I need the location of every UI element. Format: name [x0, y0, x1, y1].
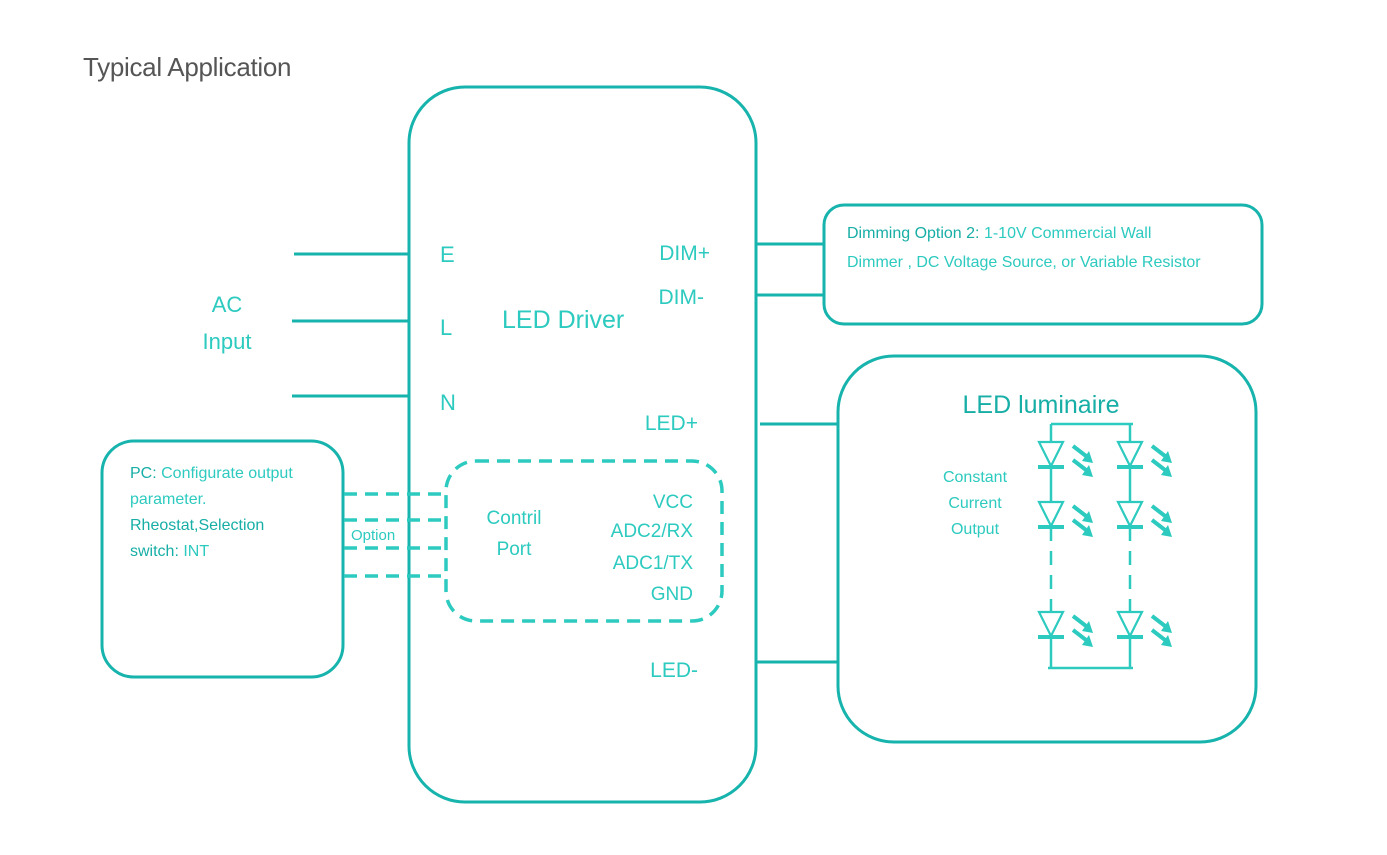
light-emission-arrowhead	[1082, 465, 1093, 477]
light-emission-arrowhead	[1161, 511, 1172, 523]
led-diode-icon	[1037, 610, 1065, 639]
pin-adc1-tx: ADC1/TX	[612, 553, 693, 574]
light-emission-arrowhead	[1082, 511, 1093, 523]
light-emission-arrowhead	[1082, 635, 1093, 647]
page-title: Typical Application	[83, 52, 292, 82]
control-port-label-line1: Contril	[486, 508, 542, 529]
light-emission-arrowhead	[1082, 621, 1093, 633]
dimming-option-line1: 1-10V Commercial Wall	[979, 225, 1152, 242]
option-label: Option	[351, 527, 396, 544]
led-array	[1037, 422, 1172, 670]
luminaire-side-label-2: Current	[948, 495, 1002, 512]
led-luminaire-box	[836, 354, 1258, 744]
dimming-option-heading: Dimming Option 2:	[847, 225, 980, 242]
rheostat-heading-line1: Rheostat,Selection	[130, 517, 265, 534]
terminal-l: L	[440, 315, 453, 340]
light-emission-arrowhead	[1161, 635, 1172, 647]
light-emission-arrow	[1150, 628, 1167, 642]
luminaire-side-label-1: Constant	[942, 469, 1008, 486]
light-emission-arrowhead	[1161, 525, 1172, 537]
light-emission-arrowhead	[1161, 621, 1172, 633]
light-emission-arrowhead	[1161, 465, 1172, 477]
dim-minus-label: DIM-	[658, 286, 705, 309]
light-emission-arrow	[1071, 518, 1088, 532]
rheostat-heading-line2: switch:	[130, 543, 179, 560]
led-diode-icon	[1037, 500, 1065, 529]
dimming-option-text: Dimming Option 2: 1-10V Commercial Wall …	[847, 219, 1201, 277]
dim-plus-label: DIM+	[659, 242, 710, 265]
light-emission-arrow	[1150, 504, 1167, 518]
light-emission-arrow	[1071, 614, 1088, 628]
light-emission-arrow	[1150, 458, 1167, 472]
luminaire-side-label-3: Output	[950, 521, 1000, 538]
led-diode-icon	[1116, 500, 1144, 529]
light-emission-arrow	[1150, 614, 1167, 628]
led-luminaire-title: LED luminaire	[962, 391, 1120, 419]
light-emission-arrowhead	[1161, 451, 1172, 463]
ac-input-label-line2: Input	[202, 329, 252, 354]
led-diode-icon	[1037, 440, 1065, 469]
led-diode-icon	[1116, 440, 1144, 469]
rheostat-text: INT	[178, 543, 210, 560]
pin-adc2-rx: ADC2/RX	[610, 521, 693, 542]
light-emission-arrowhead	[1082, 451, 1093, 463]
pc-text-line1: Configurate output	[156, 465, 293, 482]
led-minus-label: LED-	[650, 659, 698, 682]
light-emission-arrowhead	[1082, 525, 1093, 537]
pin-gnd: GND	[650, 584, 693, 605]
control-port-label-line2: Port	[496, 539, 532, 560]
dimming-option-line2: Dimmer , DC Voltage Source, or Variable …	[847, 254, 1201, 271]
control-port-box	[444, 459, 724, 623]
light-emission-arrow	[1150, 444, 1167, 458]
pc-config-box	[100, 439, 345, 679]
led-diode-icon	[1116, 610, 1144, 639]
pin-vcc: VCC	[652, 492, 693, 513]
light-emission-arrow	[1071, 444, 1088, 458]
terminal-e: E	[440, 242, 455, 267]
light-emission-arrow	[1071, 504, 1088, 518]
led-driver-box	[407, 85, 758, 804]
pc-text-line2: parameter.	[130, 491, 207, 508]
led-plus-label: LED+	[644, 412, 698, 435]
light-emission-arrow	[1150, 518, 1167, 532]
terminal-n: N	[440, 390, 456, 415]
led-driver-label: LED Driver	[502, 306, 625, 334]
pc-config-text: PC: Configurate output parameter. Rheost…	[130, 461, 293, 565]
light-emission-arrow	[1071, 458, 1088, 472]
dimming-option-box	[822, 203, 1264, 326]
ac-input-label-line1: AC	[211, 292, 243, 317]
light-emission-arrow	[1071, 628, 1088, 642]
pc-heading: PC:	[130, 465, 157, 482]
